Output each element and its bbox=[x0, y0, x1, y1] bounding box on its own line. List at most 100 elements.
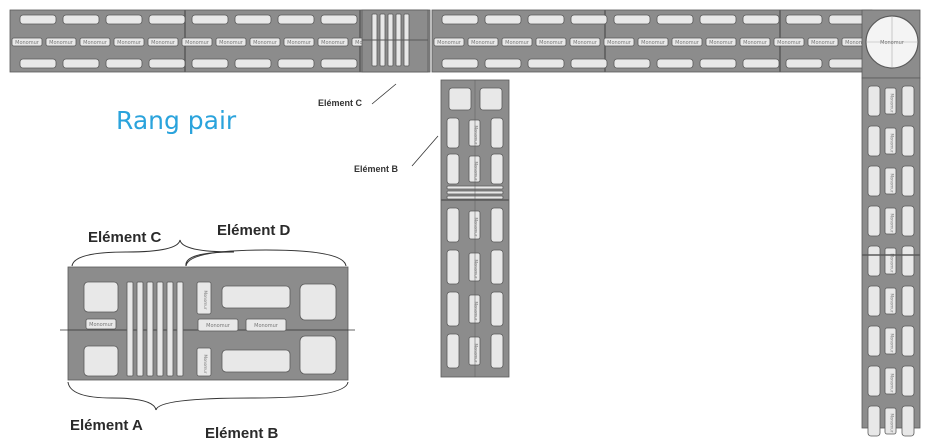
hollow-cell-v bbox=[901, 325, 915, 357]
detail-hollow-wide bbox=[221, 349, 291, 373]
hollow-cell-v bbox=[446, 333, 460, 369]
stamp-cell-v-mark: Monomur bbox=[890, 254, 895, 273]
hollow-cell-v bbox=[490, 249, 504, 285]
detail-stamp-mark: Monomur bbox=[206, 323, 231, 329]
detail-slot bbox=[136, 281, 144, 377]
detail-stamp bbox=[197, 318, 239, 332]
hollow-cell-v bbox=[901, 85, 915, 117]
stamp-cell-v bbox=[884, 407, 897, 435]
stamp-cell bbox=[249, 37, 281, 47]
stamp-cell-mark: Monomur bbox=[437, 40, 462, 46]
detail-slot bbox=[146, 281, 154, 377]
hollow-cell-bottom bbox=[699, 58, 737, 69]
hollow-cell-top bbox=[742, 14, 780, 25]
label-element-d: Elément D bbox=[217, 222, 291, 239]
label-element-a: Elément A bbox=[70, 417, 143, 434]
hollow-cell-bottom bbox=[828, 58, 866, 69]
hollow-cell-top bbox=[148, 14, 186, 25]
hollow-cell-bottom bbox=[105, 58, 143, 69]
stamp-cell-mark: Monomur bbox=[117, 40, 142, 46]
hollow-cell-v bbox=[901, 205, 915, 237]
hollow-cell-bottom bbox=[613, 58, 651, 69]
detail-hollow-wide bbox=[221, 285, 291, 309]
brace-element-a bbox=[67, 381, 157, 411]
hollow-cell-v bbox=[446, 117, 460, 149]
stamp-cell-v bbox=[468, 294, 481, 324]
hollow-cell-top bbox=[19, 14, 57, 25]
stamp-cell-mark: Monomur bbox=[573, 40, 598, 46]
stamp-cell bbox=[147, 37, 179, 47]
stamp-cell-v-mark: Monomur bbox=[890, 174, 895, 193]
label-element-c: Elément C bbox=[88, 229, 162, 246]
stamp-cell bbox=[11, 37, 43, 47]
stamp-cell bbox=[637, 37, 669, 47]
hollow-cell-v bbox=[867, 205, 881, 237]
stamp-cell-v bbox=[468, 210, 481, 240]
hollow-cell-bottom bbox=[441, 58, 479, 69]
stamp-cell bbox=[535, 37, 567, 47]
hollow-cell-v bbox=[490, 207, 504, 243]
stamp-cell bbox=[79, 37, 111, 47]
stamp-cell-mark: Monomur bbox=[811, 40, 836, 46]
stamp-cell-v-mark: Monomur bbox=[474, 126, 479, 145]
stamp-cell bbox=[501, 37, 533, 47]
hollow-cell-top bbox=[699, 14, 737, 25]
detail-hollow-large bbox=[83, 345, 119, 377]
hollow-cell-top bbox=[613, 14, 651, 25]
hollow-cell-bottom bbox=[191, 58, 229, 69]
stamp-cell-mark: Monomur bbox=[743, 40, 768, 46]
stamp-cell bbox=[215, 37, 247, 47]
diagram-title: Rang pair bbox=[116, 106, 237, 135]
stamp-cell-mark: Monomur bbox=[185, 40, 210, 46]
stamp-cell-mark: Monomur bbox=[253, 40, 278, 46]
detail-stamp-mark: Monomur bbox=[254, 323, 279, 329]
stamp-cell-v bbox=[468, 252, 481, 282]
stamp-cell-v bbox=[884, 127, 897, 155]
stamp-cell-v bbox=[884, 207, 897, 235]
callout-line-b bbox=[411, 135, 439, 167]
hollow-cell-top bbox=[484, 14, 522, 25]
hollow-cell-bottom bbox=[277, 58, 315, 69]
stamp-cell bbox=[603, 37, 635, 47]
hollow-cell-v bbox=[490, 153, 504, 185]
stamp-cell-mark: Monomur bbox=[15, 40, 40, 46]
hollow-cell-top bbox=[191, 14, 229, 25]
stamp-cell-mark: Monomur bbox=[505, 40, 530, 46]
stamp-cell-v bbox=[884, 87, 897, 115]
label-element-c-callout: Elément C bbox=[318, 98, 363, 108]
stamp-cell bbox=[739, 37, 771, 47]
detail-stamp-mark: Monomur bbox=[89, 322, 114, 328]
stamp-cell-mark: Monomur bbox=[539, 40, 564, 46]
stamp-cell-v-mark: Monomur bbox=[474, 344, 479, 363]
stamp-cell-v bbox=[468, 336, 481, 366]
hollow-cell-v bbox=[867, 85, 881, 117]
hollow-cell-bottom bbox=[320, 58, 358, 69]
stamp-cell bbox=[181, 37, 213, 47]
detail-stamp-v-mark: Monomur bbox=[203, 355, 208, 374]
hollow-cell-v bbox=[446, 153, 460, 185]
hollow-cell-v bbox=[867, 325, 881, 357]
corner-mark: Monomur bbox=[880, 40, 905, 46]
stamp-cell-mark: Monomur bbox=[777, 40, 802, 46]
stamp-cell bbox=[671, 37, 703, 47]
hollow-cell-v bbox=[490, 333, 504, 369]
hollow-cell-top bbox=[527, 14, 565, 25]
hollow-cell-top bbox=[441, 14, 479, 25]
stamp-cell-v bbox=[884, 327, 897, 355]
hollow-cell-bottom bbox=[19, 58, 57, 69]
stamp-cell-v-mark: Monomur bbox=[890, 414, 895, 433]
stamp-cell bbox=[317, 37, 349, 47]
hollow-cell-bottom bbox=[742, 58, 780, 69]
hollow-cell-bottom bbox=[785, 58, 823, 69]
stamp-cell-v-mark: Monomur bbox=[474, 218, 479, 237]
stamp-cell-v-mark: Monomur bbox=[474, 162, 479, 181]
stamp-cell-mark: Monomur bbox=[607, 40, 632, 46]
hollow-cell-v bbox=[867, 285, 881, 317]
label-element-b-callout: Elément B bbox=[354, 164, 399, 174]
stamp-cell-v-mark: Monomur bbox=[890, 294, 895, 313]
hollow-cell-v bbox=[446, 249, 460, 285]
stamp-cell bbox=[433, 37, 465, 47]
detail-stamp bbox=[85, 318, 117, 330]
hollow-cell-v bbox=[867, 365, 881, 397]
